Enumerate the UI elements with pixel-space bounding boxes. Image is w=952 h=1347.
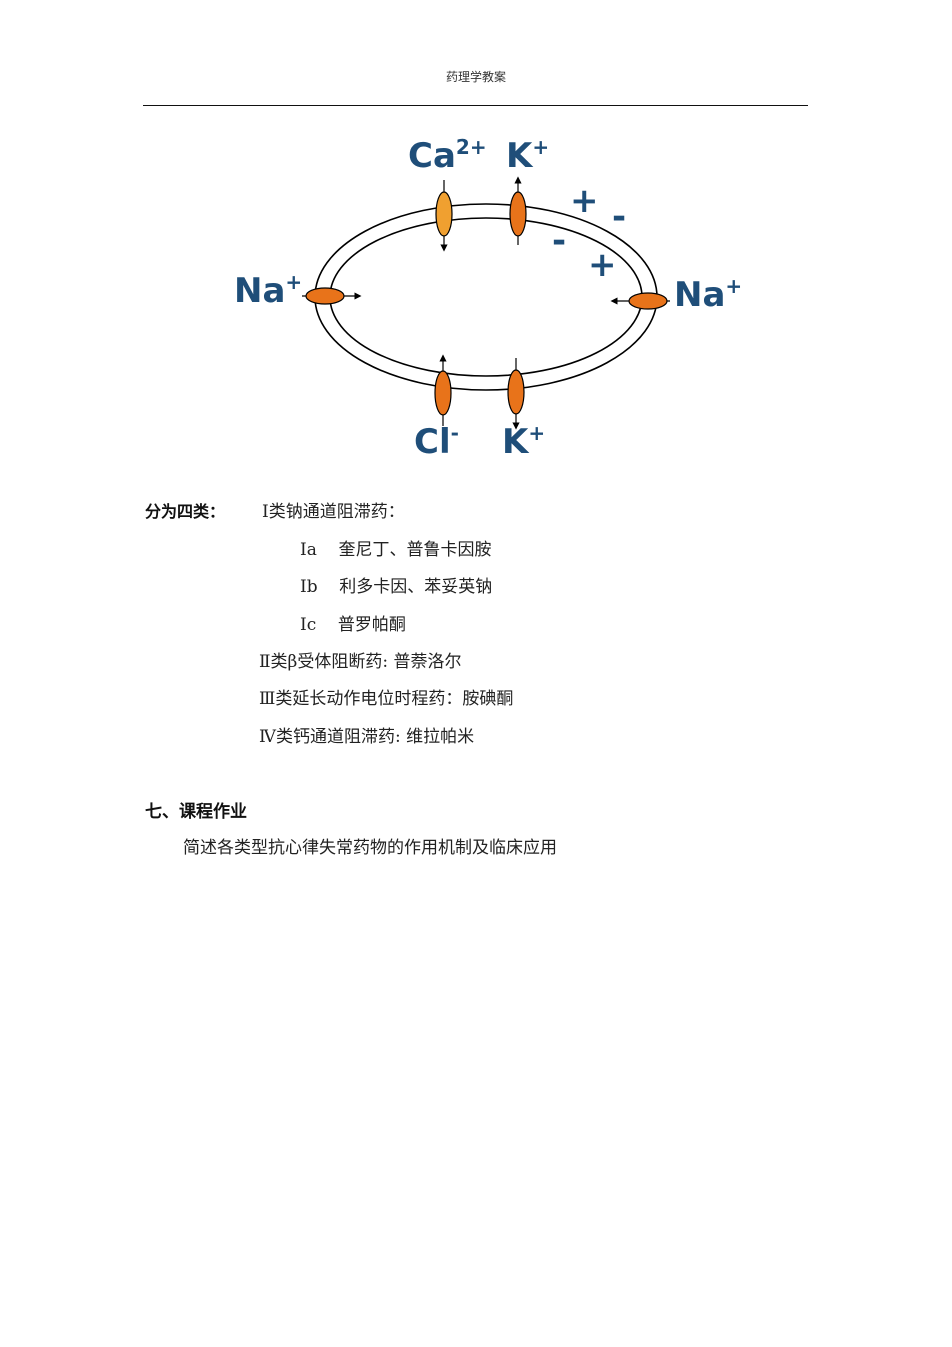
k-bottom-label: K+	[502, 421, 545, 462]
ion-channel-diagram: Ca2+ K+ Na+ Na+ Cl- K+ + - - +	[234, 135, 742, 462]
na-channel-left	[302, 287, 362, 305]
header-divider	[143, 105, 808, 106]
classes-label: 分为四类：	[145, 502, 226, 521]
inner-minus-sign: -	[552, 221, 566, 261]
k-channel-bottom	[507, 358, 525, 430]
class-1a-item: Ⅰa 奎尼丁、普鲁卡因胺	[300, 540, 492, 560]
cl-channel	[434, 354, 452, 426]
class-1b-item: Ⅰb 利多卡因、苯妥英钠	[300, 577, 493, 597]
k-channel-top	[509, 176, 527, 245]
homework-text: 简述各类型抗心律失常药物的作用机制及临床应用	[183, 838, 557, 858]
ca-channel	[435, 180, 453, 252]
class-4-item: Ⅳ类钙通道阻滞药: 维拉帕米	[259, 727, 475, 747]
section-7-title: 七、课程作业	[145, 802, 247, 822]
outer-minus-sign: -	[612, 197, 626, 237]
page-header-title: 药理学教案	[445, 70, 506, 84]
na-left-label: Na+	[234, 270, 302, 311]
na-right-label: Na+	[674, 274, 742, 315]
ca-label: Ca2+	[408, 135, 487, 176]
class-3-item: Ⅲ类延长动作电位时程药：胺碘酮	[259, 689, 514, 709]
class-1c-item: Ⅰc 普罗帕酮	[300, 615, 406, 635]
na-channel-right	[610, 292, 670, 310]
k-top-label: K+	[506, 135, 549, 176]
outer-plus-sign: +	[570, 181, 599, 221]
inner-plus-sign: +	[588, 245, 617, 285]
cl-label: Cl-	[414, 421, 459, 462]
membrane-outer	[314, 203, 658, 391]
class-1-heading: Ⅰ类钠通道阻滞药：	[262, 502, 405, 522]
membrane-inner	[329, 217, 643, 377]
class-2-item: Ⅱ类β受体阻断药: 普萘洛尔	[259, 652, 462, 672]
